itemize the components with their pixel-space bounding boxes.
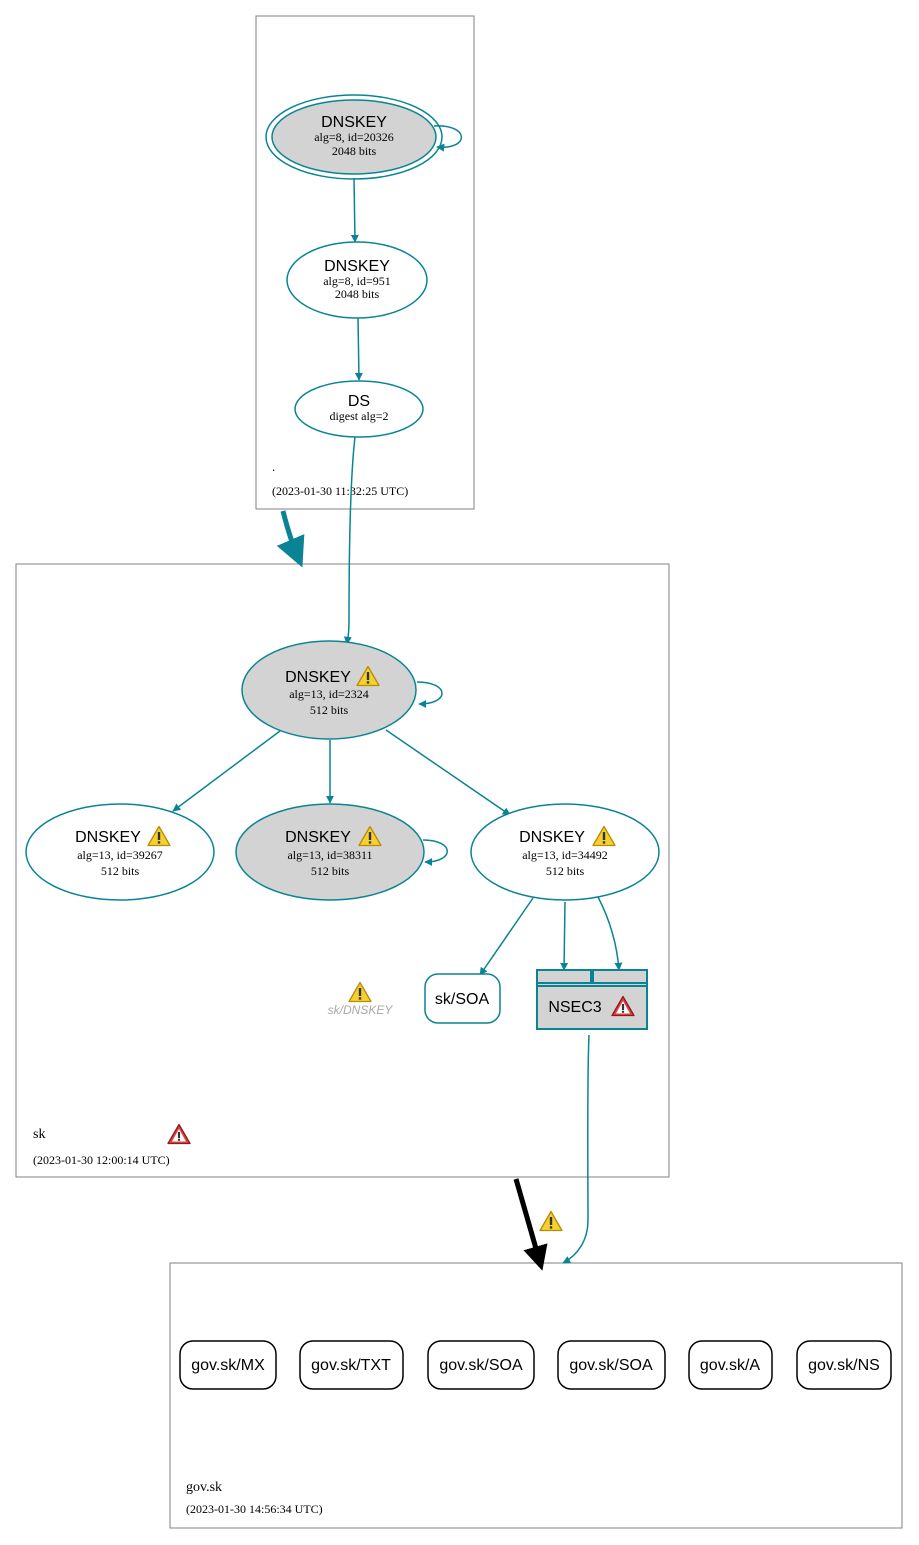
node-sk-key-38311[interactable]: DNSKEY alg=13, id=38311 512 bits xyxy=(235,803,425,901)
edge-34492-nsec3-b xyxy=(597,896,623,971)
node-sk-key-39267-bits: 512 bits xyxy=(101,864,140,878)
node-root-zsk[interactable]: DNSKEY alg=8, id=951 2048 bits xyxy=(286,241,428,319)
node-sk-dnskey-label: sk/DNSKEY xyxy=(328,1003,394,1017)
node-root-ksk-alg: alg=8, id=20326 xyxy=(314,130,394,144)
edge-delegation-sk-gov-sk xyxy=(513,1178,548,1271)
node-gov-sk-mx-label: gov.sk/MX xyxy=(191,1357,265,1374)
node-sk-key-38311-alg: alg=13, id=38311 xyxy=(287,848,372,862)
edge-34492-soa xyxy=(479,897,534,976)
node-sk-key-34492-bits: 512 bits xyxy=(546,864,585,878)
zone-gov-sk-name: gov.sk xyxy=(186,1480,222,1495)
node-root-ksk[interactable]: DNSKEY alg=8, id=20326 2048 bits xyxy=(265,94,443,180)
node-root-ds-title: DS xyxy=(348,393,370,410)
node-gov-sk-txt-label: gov.sk/TXT xyxy=(311,1357,391,1374)
zone-root-name: . xyxy=(272,459,275,474)
node-gov-sk-soa-1-label: gov.sk/SOA xyxy=(439,1357,523,1374)
zone-sk-name: sk xyxy=(33,1127,45,1142)
edge-sk-ksk-34492 xyxy=(385,729,511,816)
zone-gov-sk: gov.sk (2023-01-30 14:56:34 UTC) xyxy=(169,1262,903,1529)
zone-root: . (2023-01-30 11:32:25 UTC) xyxy=(255,15,475,510)
node-sk-dnskey-rrset[interactable]: sk/DNSKEY xyxy=(328,981,394,1018)
node-sk-nsec3-label: NSEC3 xyxy=(548,999,601,1016)
node-root-zsk-alg: alg=8, id=951 xyxy=(323,274,391,288)
node-sk-key-39267-title: DNSKEY xyxy=(75,829,141,846)
node-sk-soa-label: sk/SOA xyxy=(435,991,490,1008)
node-sk-key-39267[interactable]: DNSKEY alg=13, id=39267 512 bits xyxy=(25,803,215,901)
node-sk-dnskey-warning-icon xyxy=(348,981,372,1003)
node-root-ds-digest: digest alg=2 xyxy=(329,409,388,423)
node-sk-key-39267-alg: alg=13, id=39267 xyxy=(77,848,163,862)
node-gov-sk-ns[interactable]: gov.sk/NS xyxy=(796,1340,892,1390)
node-sk-ksk[interactable]: DNSKEY alg=13, id=2324 512 bits xyxy=(241,640,417,740)
node-gov-sk-soa-1[interactable]: gov.sk/SOA xyxy=(427,1340,535,1390)
node-sk-key-38311-title: DNSKEY xyxy=(285,829,351,846)
edge-root-ksk-self xyxy=(433,125,463,152)
zone-gov-sk-timestamp: (2023-01-30 14:56:34 UTC) xyxy=(186,1502,323,1516)
node-root-ksk-title: DNSKEY xyxy=(321,114,387,131)
edge-sk-ksk-39267 xyxy=(172,730,281,812)
node-gov-sk-soa-2[interactable]: gov.sk/SOA xyxy=(557,1340,666,1390)
node-root-ds[interactable]: DS digest alg=2 xyxy=(294,380,424,438)
node-sk-ksk-alg: alg=13, id=2324 xyxy=(289,687,369,701)
node-gov-sk-mx[interactable]: gov.sk/MX xyxy=(179,1340,277,1390)
node-gov-sk-ns-label: gov.sk/NS xyxy=(808,1357,880,1374)
node-sk-soa[interactable]: sk/SOA xyxy=(424,973,501,1024)
node-root-ksk-bits: 2048 bits xyxy=(332,144,377,158)
node-root-zsk-bits: 2048 bits xyxy=(335,287,380,301)
node-sk-key-34492[interactable]: DNSKEY alg=13, id=34492 512 bits xyxy=(470,803,660,901)
zone-sk-timestamp: (2023-01-30 12:00:14 UTC) xyxy=(33,1153,170,1167)
edge-root-zsk-ds xyxy=(354,317,363,381)
edge-ds-sk-ksk xyxy=(343,436,356,645)
edge-nsec3-gov-sk xyxy=(562,1034,590,1264)
node-gov-sk-txt[interactable]: gov.sk/TXT xyxy=(299,1340,404,1390)
edge-sk-ksk-self xyxy=(416,681,443,708)
node-root-zsk-title: DNSKEY xyxy=(324,258,390,275)
node-sk-key-38311-bits: 512 bits xyxy=(311,864,350,878)
zone-root-timestamp: (2023-01-30 11:32:25 UTC) xyxy=(272,484,408,498)
node-sk-key-34492-alg: alg=13, id=34492 xyxy=(522,848,608,862)
node-sk-nsec3[interactable]: NSEC3 xyxy=(536,969,648,1030)
edges xyxy=(172,125,623,1271)
node-gov-sk-a[interactable]: gov.sk/A xyxy=(688,1340,773,1390)
delegation-warning-icon xyxy=(539,1210,563,1232)
zone-sk: sk (2023-01-30 12:00:14 UTC) xyxy=(15,563,670,1178)
node-gov-sk-soa-2-label: gov.sk/SOA xyxy=(569,1357,653,1374)
node-sk-ksk-bits: 512 bits xyxy=(310,703,349,717)
edge-root-ksk-zsk xyxy=(350,177,359,243)
node-sk-ksk-title: DNSKEY xyxy=(285,669,351,686)
edge-sk-38311-self xyxy=(422,839,448,866)
zone-sk-error-icon xyxy=(167,1123,191,1145)
edge-34492-nsec3-a xyxy=(560,901,569,971)
node-sk-key-34492-title: DNSKEY xyxy=(519,829,585,846)
edge-delegation-root-sk xyxy=(276,510,305,568)
node-gov-sk-a-label: gov.sk/A xyxy=(700,1357,761,1374)
